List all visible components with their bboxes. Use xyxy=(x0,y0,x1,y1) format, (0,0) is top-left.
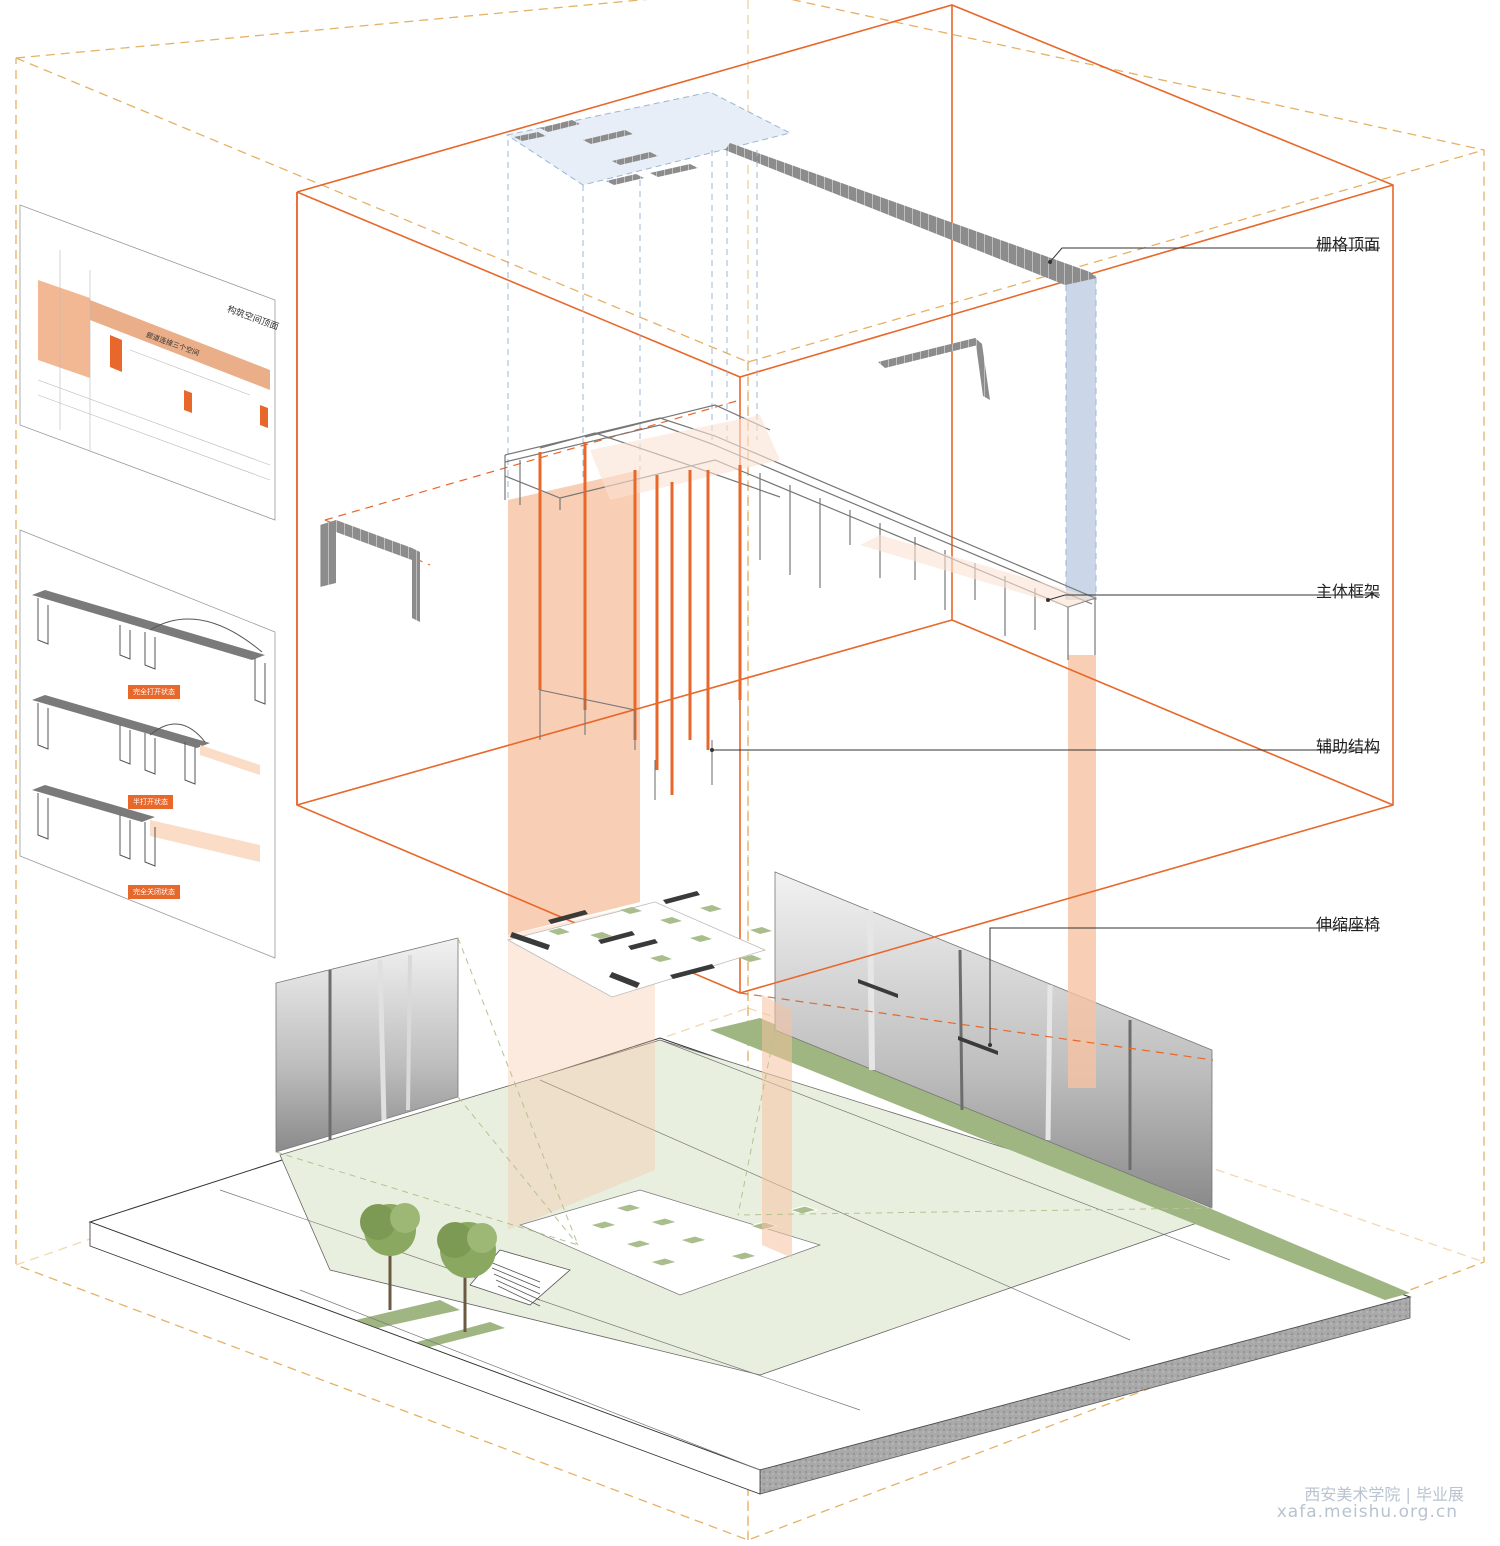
site-trees xyxy=(360,1203,497,1332)
photo-benches xyxy=(858,979,998,1055)
watermark-school: 西安美术学院 | 毕业展 xyxy=(1304,1485,1464,1504)
telescopic-benches xyxy=(510,891,715,988)
inner-volume-box xyxy=(296,4,1394,994)
bench-platform xyxy=(506,901,772,998)
state-tag-closed: 完全关闭状态 xyxy=(128,885,180,899)
projection-drop-lines xyxy=(507,140,1097,600)
watermark-name: 西安美术学院 xyxy=(1304,1485,1401,1504)
grille-roof-plan xyxy=(505,91,1097,285)
entry-stairs xyxy=(489,1261,541,1307)
state-tag-half: 半打开状态 xyxy=(128,795,173,809)
aux-structure-label: 辅助结构 xyxy=(1316,737,1381,756)
callout-leaders xyxy=(712,247,1380,1045)
watermark-sub: 毕业展 xyxy=(1415,1485,1464,1504)
telescopic-bench-label: 伸缩座椅 xyxy=(1316,915,1381,934)
inset-states-panel xyxy=(19,529,276,959)
watermark-url: xafa.meishu.org.cn xyxy=(1276,1502,1458,1522)
main-frame xyxy=(504,404,1097,660)
auxiliary-rods xyxy=(538,442,742,795)
landscape-photo-left xyxy=(275,937,459,1153)
landscape-photo-right xyxy=(774,871,1213,1209)
grille-fragments xyxy=(320,338,990,622)
inset-plan-panel xyxy=(19,204,276,521)
sightlines xyxy=(275,937,1213,1246)
grille-roof-label: 栅格顶面 xyxy=(1316,235,1381,254)
auxiliary-frame xyxy=(539,689,713,800)
callout-dots xyxy=(710,260,1052,1047)
main-frame-label: 主体框架 xyxy=(1316,582,1381,601)
state-tag-open: 完全打开状态 xyxy=(128,685,180,699)
